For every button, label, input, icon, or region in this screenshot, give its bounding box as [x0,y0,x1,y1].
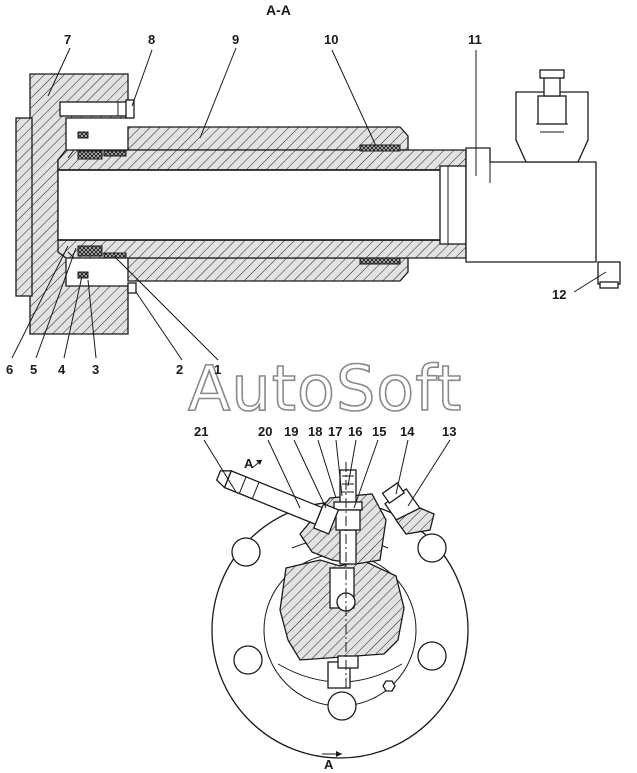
bolt-part-8 [59,101,133,117]
oring-top [77,131,89,139]
callout-6: 6 [6,362,13,377]
view-arrow-label-top: A [244,456,254,471]
bolt-hole [233,645,263,675]
fitting-part-12 [597,261,621,285]
callout-5: 5 [30,362,37,377]
fitting-part-21 [223,470,323,526]
callout-10: 10 [324,32,338,47]
callout-4: 4 [58,362,66,377]
seal-part-10-upper [359,144,401,152]
callout-2: 2 [176,362,183,377]
seal-lower-b [103,252,127,259]
callout-3: 3 [92,362,99,377]
callout-11: 11 [468,32,482,47]
callout-19: 19 [284,424,298,439]
view-arrow-bottom [322,751,342,757]
section-view-a-a [15,69,621,335]
oring-bottom [77,271,89,279]
bolt-hole [231,537,261,567]
top-leader-lines [11,47,607,361]
callout-7: 7 [64,32,71,47]
seal-part-10-lower [359,257,401,265]
end-cap [15,117,33,297]
section-title: A-A [266,2,291,18]
seal-upper-a [77,150,103,160]
valve-nut [537,95,567,125]
callout-14: 14 [400,424,415,439]
bottom-leader-lines [203,439,451,509]
callout-18: 18 [308,424,322,439]
callout-20: 20 [258,424,272,439]
bolt-hole [417,641,447,671]
callout-13: 13 [442,424,456,439]
bracket [395,507,435,535]
hex-nut [382,680,396,692]
callout-9: 9 [232,32,239,47]
seal-upper-b [103,150,127,157]
bore-plug [439,165,467,245]
valve-block [515,91,589,163]
callout-1: 1 [214,362,221,377]
end-view [211,462,469,759]
screw-part-16 [339,469,357,507]
view-arrow-label-bottom: A [324,757,334,772]
housing-tube-part-9 [127,126,409,151]
callout-12: 12 [552,287,566,302]
watermark: AutoSoft [188,352,462,425]
bolt-hole [327,691,357,721]
callout-8: 8 [148,32,155,47]
top-valve-plunger [339,529,357,565]
rod-bore [57,169,443,241]
callout-17: 17 [328,424,342,439]
bolt-hole [417,533,447,563]
head-body-part-11 [465,147,597,263]
callout-16: 16 [348,424,362,439]
callout-21: 21 [194,424,208,439]
valve-cap [539,69,565,79]
view-arrow-top [251,459,263,469]
seal-lower-a [77,245,103,257]
callout-15: 15 [372,424,386,439]
